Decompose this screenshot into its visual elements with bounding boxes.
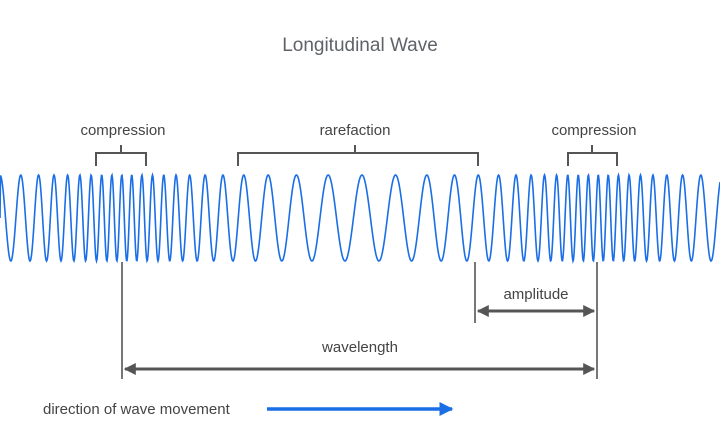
wavelength-label: wavelength	[321, 339, 398, 356]
rarefaction-bracket	[237, 145, 479, 166]
compression-label-right: compression	[551, 122, 636, 139]
amplitude-label: amplitude	[503, 286, 568, 303]
diagram-title: Longitudinal Wave	[282, 35, 438, 56]
direction-label: direction of wave movement	[43, 401, 231, 418]
rarefaction-label: rarefaction	[320, 122, 391, 139]
compression-bracket-right	[567, 145, 618, 166]
longitudinal-wave-line	[0, 172, 720, 265]
compression-label-left: compression	[80, 122, 165, 139]
compression-bracket-left	[95, 145, 147, 166]
